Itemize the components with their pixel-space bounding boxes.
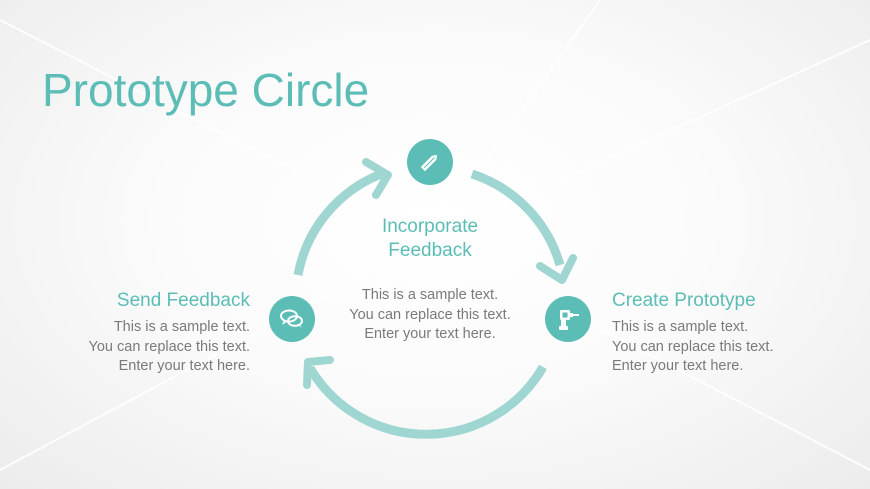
create-body-line-1: This is a sample text. bbox=[612, 319, 749, 335]
send-body-line-1: This is a sample text. bbox=[113, 319, 250, 335]
pencil-icon bbox=[418, 150, 442, 174]
incorporate-feedback-title: Incorporate Feedback bbox=[330, 215, 530, 263]
create-prototype-body: This is a sample text. You can replace t… bbox=[612, 318, 773, 377]
send-feedback-body: This is a sample text. You can replace t… bbox=[30, 318, 250, 377]
arrowhead-right bbox=[536, 254, 577, 284]
incorporate-title-line-2: Feedback bbox=[388, 240, 472, 261]
incorporate-feedback-body: This is a sample text. You can replace t… bbox=[300, 286, 560, 345]
create-body-line-2: You can replace this text. bbox=[612, 338, 774, 355]
incorporate-feedback-node bbox=[407, 139, 453, 185]
incorporate-title-line-1: Incorporate bbox=[381, 216, 479, 237]
incorporate-body-line-3: Enter your text here. bbox=[364, 326, 496, 342]
incorporate-body-line-1: This is a sample text. bbox=[361, 287, 499, 303]
arrowhead-top-left bbox=[362, 158, 392, 199]
drill-icon bbox=[555, 306, 581, 332]
send-feedback-node bbox=[269, 296, 315, 342]
arc-right-to-left bbox=[306, 364, 547, 439]
send-feedback-title: Send Feedback bbox=[116, 290, 250, 311]
arc-top-to-right bbox=[470, 169, 565, 267]
arc-left-to-top bbox=[293, 169, 383, 276]
incorporate-body-line-2: You can replace this text. bbox=[349, 306, 511, 323]
speech-bubbles-icon bbox=[279, 307, 305, 331]
create-prototype-title: Create Prototype bbox=[612, 290, 756, 311]
arrowhead-left-bottom bbox=[303, 356, 334, 389]
create-body-line-3: Enter your text here. bbox=[612, 358, 744, 374]
send-body-line-3: Enter your text here. bbox=[118, 358, 250, 374]
create-prototype-node bbox=[545, 296, 591, 342]
send-body-line-2: You can replace this text. bbox=[88, 338, 250, 355]
slide-title: Prototype Circle bbox=[42, 64, 370, 116]
